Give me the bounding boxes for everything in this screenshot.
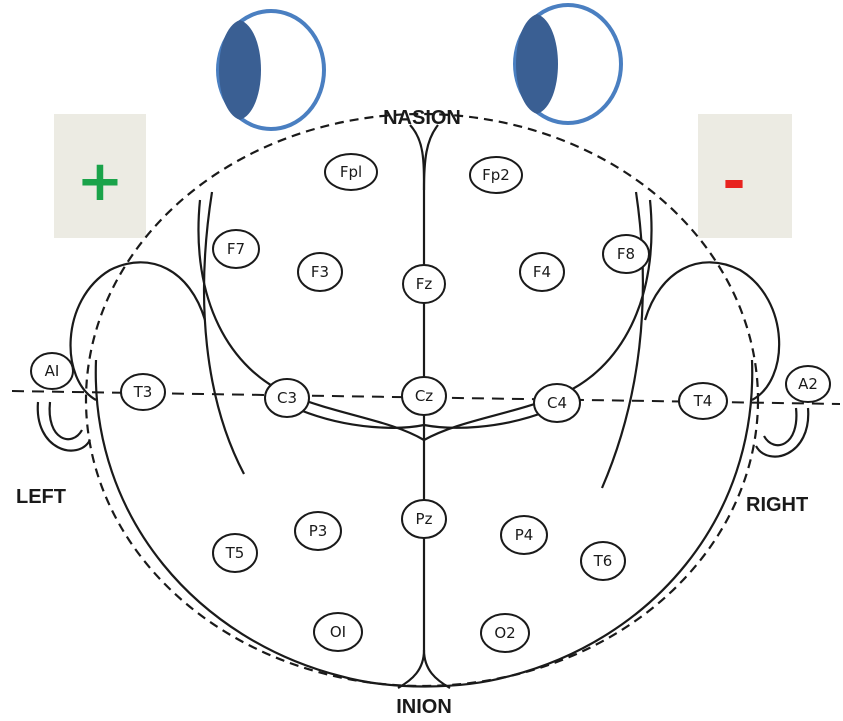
electrode-t4: T4 [678,382,728,420]
electrode-label: P4 [515,526,534,544]
electrode-t5: T5 [212,533,258,573]
electrode-circle [294,511,342,551]
left-ear-arc [69,261,207,401]
electrode-circle [401,376,447,416]
electrode-o1: OI [313,612,363,652]
electrode-label: F3 [311,263,329,281]
nasion-label: NASION [383,107,461,129]
electrode-circle [30,352,74,390]
left-temporal-arc [202,191,245,475]
electrode-fz: Fz [402,264,446,304]
electrode-label: T6 [593,552,613,570]
electrode-circle [500,515,548,555]
electrode-label: Cz [415,387,433,405]
electrode-label: P3 [309,522,328,540]
electrode-circle [533,383,581,423]
electrode-circle [480,613,530,653]
electrode-t6: T6 [580,541,626,581]
electrode-circle [324,153,378,191]
electrode-p3: P3 [294,511,342,551]
head-outline [36,112,810,689]
electrode-circle [212,533,258,573]
electrode-label: O2 [494,624,515,642]
left-eye-icon [216,9,326,131]
dashed-circle [84,112,760,688]
left-label: LEFT [16,486,66,508]
minus-sign: - [722,149,745,214]
electrode-a2: A2 [785,365,831,403]
electrode-label: A2 [798,375,818,393]
head-contour [94,359,754,688]
electrode-label: Fp2 [482,166,510,184]
central-branch [299,408,551,429]
electrode-f3: F3 [297,252,343,292]
electrode-label: T3 [133,383,153,401]
electrode-circle [212,229,260,269]
electrode-label: Fpl [340,163,362,181]
electrode-p4: P4 [500,515,548,555]
electrode-f8: F8 [602,234,650,274]
right-temporal-arc [600,191,644,489]
electrode-label: Pz [416,510,433,528]
electrode-circle [785,365,831,403]
right-eye-icon [513,3,623,125]
electrode-label: F4 [533,263,551,281]
electrode-o2: O2 [480,613,530,653]
electrode-c3: C3 [264,378,310,418]
electrode-circle [120,373,166,411]
electrode-circle [602,234,650,274]
electrode-pz: Pz [401,499,447,539]
electrode-label: T5 [225,544,245,562]
right-ear-arc [643,261,781,401]
electrode-circle [264,378,310,418]
electrode-f7: F7 [212,229,260,269]
electrode-circle [297,252,343,292]
electrode-label: OI [330,623,346,641]
electrode-label: F8 [617,245,635,263]
electrode-label: Fz [416,275,433,293]
electrode-t3: T3 [120,373,166,411]
electrode-circle [519,252,565,292]
inion-label: INION [396,696,452,718]
electrode-a1: AI [30,352,74,390]
electrode-label: C3 [277,389,297,407]
electrode-circle [678,382,728,420]
electrode-circle [469,156,523,194]
electrode-label: C4 [547,394,567,412]
electrode-cz: Cz [401,376,447,416]
electrode-label: T4 [693,392,713,410]
right-label: RIGHT [746,494,808,516]
right-ear-lobe [755,407,810,458]
electrode-circle [401,499,447,539]
electrode-f4: F4 [519,252,565,292]
electrode-c4: C4 [533,383,581,423]
electrode-label: F7 [227,240,245,258]
electrode-circle [313,612,363,652]
electrode-label: AI [45,362,60,380]
negative-polarity-box: - [698,114,792,238]
electrode-fp1: Fpl [324,153,378,191]
midline-top-fork [422,124,439,191]
midline-bottom-fork [422,649,451,689]
plus-sign: + [77,149,124,214]
electrode-fp2: Fp2 [469,156,523,194]
positive-polarity-box: + [54,114,146,238]
electrode-circle [580,541,626,581]
left-ear-lobe [36,401,91,452]
electrode-circle [402,264,446,304]
